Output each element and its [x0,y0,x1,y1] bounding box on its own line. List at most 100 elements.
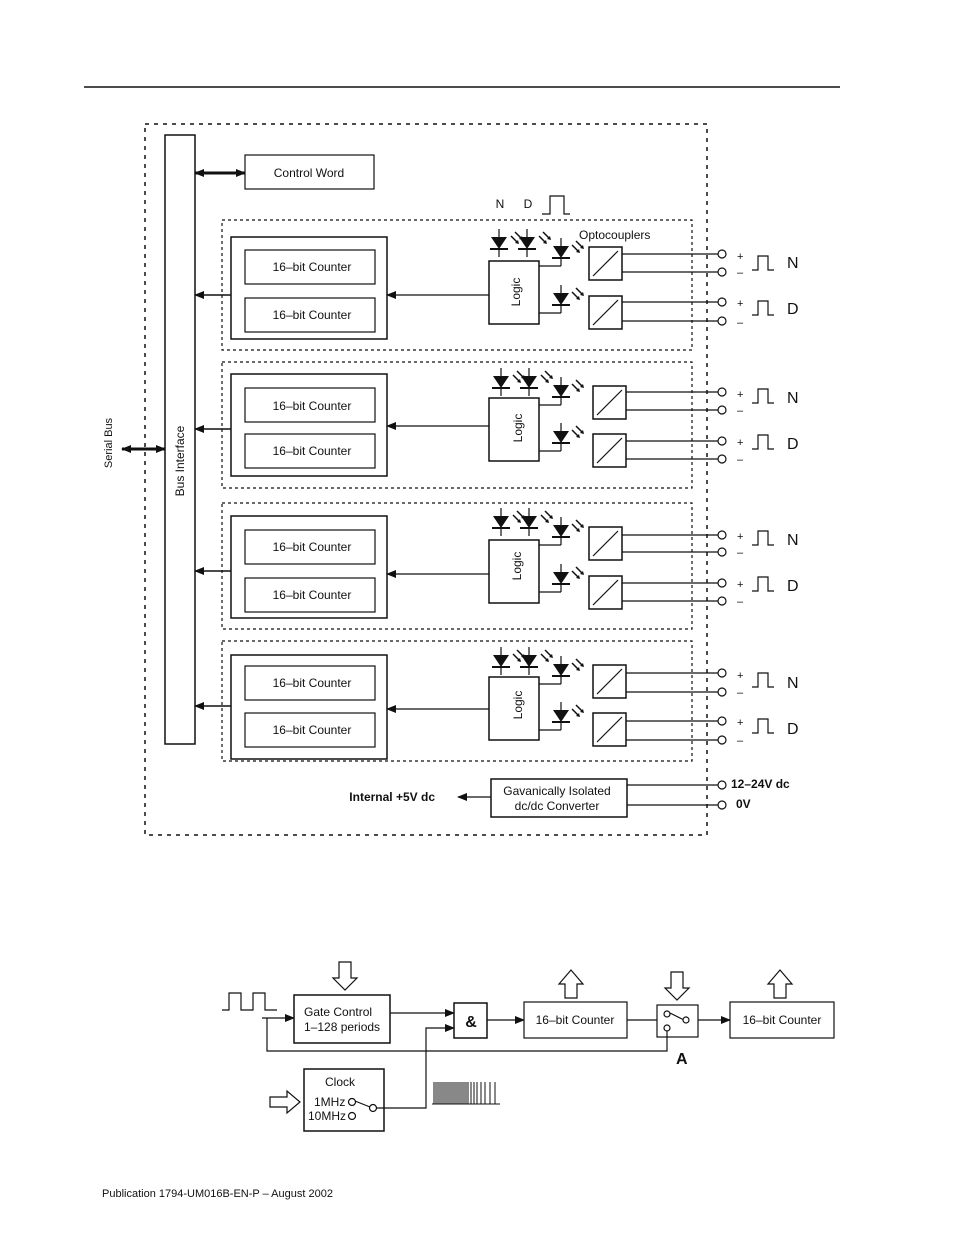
switch-label: A [676,1051,688,1068]
pulse-icon [751,255,775,271]
channel-4: 16–bit Counter 16–bit Counter Logic + – … [194,640,799,762]
led-icon [551,655,571,685]
led-icon [551,516,571,546]
counter-box [244,529,376,565]
down-arrow-icon [331,961,359,991]
converter-line2: dc/dc Converter [515,799,600,813]
channel-1-border [221,219,693,351]
terminal-icon [717,454,727,464]
led-icon [491,507,511,537]
terminal-icon [717,735,727,745]
logic-box [488,260,540,325]
led-icon [489,228,509,258]
pulse-icon [751,672,775,688]
led-icon [517,228,537,258]
channel-2-border [221,361,693,489]
led-icon [519,367,539,397]
pulse-icon [751,530,775,546]
terminal-icon [717,249,727,259]
terminal-icon [717,405,727,415]
serial-bus-label: Serial Bus [103,417,115,468]
optocoupler-icon [592,433,627,468]
input-d-label: D [787,301,799,318]
right-arrow-icon [269,1089,301,1115]
counter-label: 16–bit Counter [273,588,352,602]
counter2-label: 16–bit Counter [743,1013,822,1027]
channel-2: 16–bit Counter 16–bit Counter Logic + – … [194,361,799,489]
input-n-label: N [787,532,799,549]
terminal-icon [717,316,727,326]
switch-box [656,1004,699,1038]
logic-box [488,676,540,741]
control-word-label: Control Word [274,166,344,180]
internal-supply-label: Internal +5V dc [349,790,435,804]
channel-3: 16–bit Counter 16–bit Counter Logic + – … [194,502,799,630]
gate-control-box [293,994,391,1044]
minus-label: – [737,596,744,608]
counter1-label: 16–bit Counter [536,1013,615,1027]
logic-label: Logic [511,691,525,720]
counter2-box [729,1001,835,1039]
plus-label: + [737,251,743,263]
counter-box [244,297,376,333]
gate-counter-diagram: Gate Control 1–128 periods & 16–bit Coun… [222,961,835,1132]
logic-label: Logic [509,278,523,307]
light-rays-icon [571,658,585,672]
logic-label: Logic [510,552,524,581]
optocoupler-icon [588,246,623,281]
channel-4-border [221,640,693,762]
terminal-icon [717,436,727,446]
plus-label: + [737,579,743,591]
up-arrow-icon [557,969,585,999]
counter-box [244,387,376,423]
bus-interface-label: Bus Interface [173,425,187,496]
light-rays-icon [571,379,585,393]
terminal-icon [717,578,727,588]
and-gate-box [453,1002,488,1039]
switch-icon [669,1012,685,1021]
optocoupler-icon [588,526,623,561]
counter-label: 16–bit Counter [273,723,352,737]
footer-publication: Publication 1794-UM016B-EN-P – August 20… [102,1188,333,1200]
pulse-icon [751,434,775,450]
bus-interface-box [164,134,196,745]
minus-label: – [737,405,744,417]
led-icon [551,284,571,314]
light-rays-icon [571,704,585,718]
plus-label: + [737,437,743,449]
terminal-icon [717,297,727,307]
led-icon [551,237,571,267]
counter-box [244,249,376,285]
optocoupler-icon [592,712,627,747]
minus-label: – [737,687,744,699]
optocoupler-icon [588,575,623,610]
counter1-box [523,1001,628,1039]
light-rays-icon [571,425,585,439]
feedback-line [266,1018,668,1052]
led-icon [491,367,511,397]
pulse-icon [751,388,775,404]
input-d-label: D [787,578,799,595]
terminal-icon [717,687,727,697]
counter-label: 16–bit Counter [273,399,352,413]
counter-box [244,577,376,613]
terminal-icon [717,547,727,557]
clock-switch-icon [354,1100,371,1108]
input-n-label: N [787,390,799,407]
led-icon [491,646,511,676]
light-rays-icon [538,231,552,245]
dc-converter-box [490,778,628,818]
terminal-icon [717,668,727,678]
light-rays-icon [571,519,585,533]
counter-label: 16–bit Counter [273,676,352,690]
optocoupler-icon [588,295,623,330]
gate-control-line1: Gate Control [304,1005,372,1019]
up-arrow-icon [766,969,794,999]
terminal-icon [717,530,727,540]
light-rays-icon [540,510,554,524]
down-arrow-icon [663,971,691,1001]
led-icon [551,563,571,593]
channel-1: 16–bit Counter 16–bit Counter Logic + – … [194,219,799,351]
input-d-label: D [787,436,799,453]
minus-label: – [737,454,744,466]
